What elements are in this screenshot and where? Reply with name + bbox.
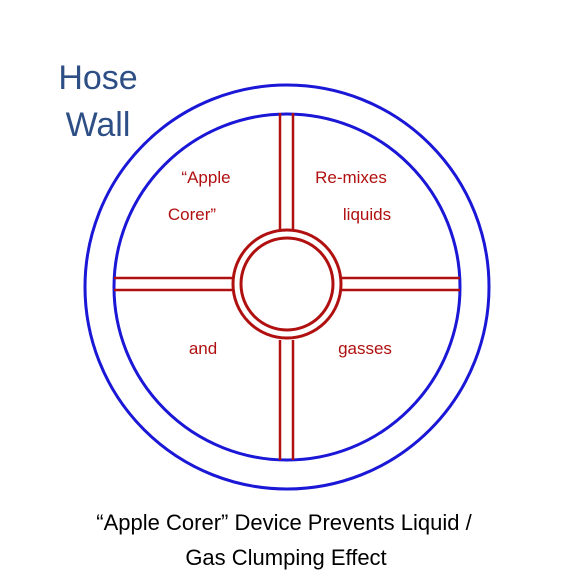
device-spokes	[114, 113, 460, 460]
caption-line2: Gas Clumping Effect	[185, 545, 386, 570]
segment-label-top-right-2: liquids	[343, 205, 391, 224]
hose-wall-inner-circle	[112, 112, 462, 462]
caption-line1: “Apple Corer” Device Prevents Liquid /	[96, 510, 472, 535]
device-hub-inner-circle	[239, 236, 335, 332]
segment-label-top-left-1: “Apple	[181, 168, 230, 187]
hose-label-line1: Hose	[58, 59, 137, 97]
segment-label-bottom-right: gasses	[338, 339, 392, 358]
hose-label-line2: Wall	[66, 106, 131, 144]
segment-label-top-left-2: Corer”	[168, 205, 217, 224]
segment-label-bottom-left: and	[189, 339, 217, 358]
hose-wall-outer-circle	[83, 83, 491, 491]
segment-label-top-right-1: Re-mixes	[315, 168, 387, 187]
